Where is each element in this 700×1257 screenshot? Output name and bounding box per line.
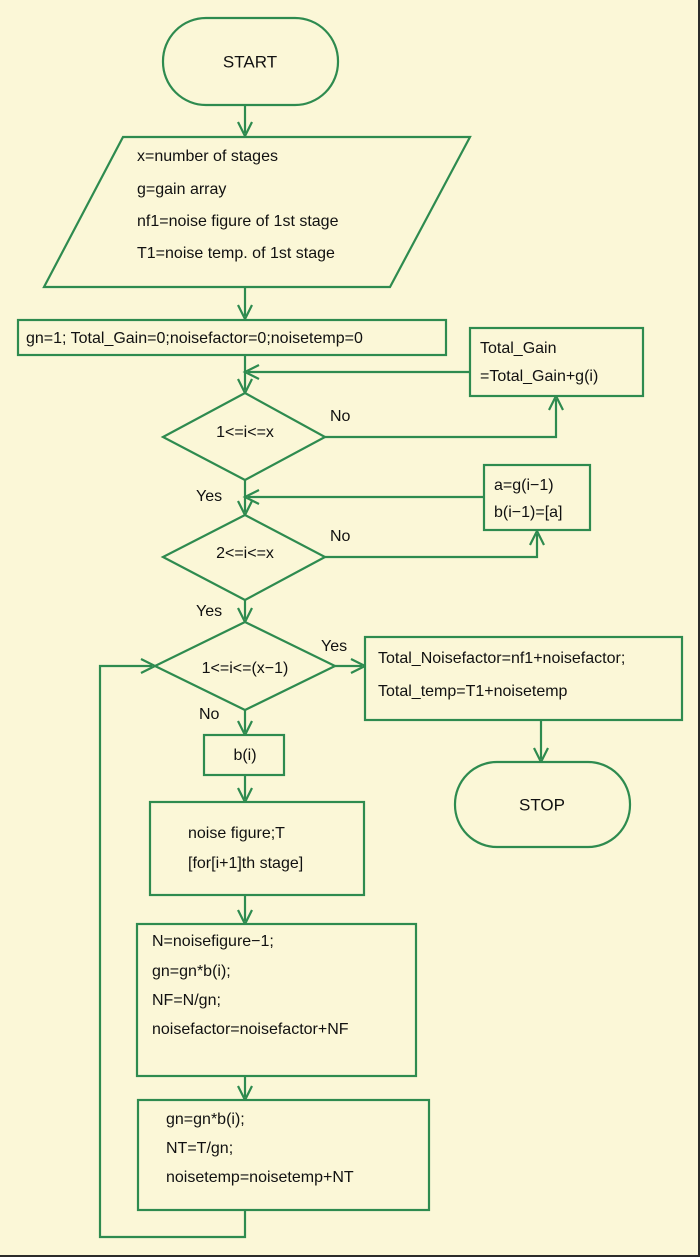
- node-stop[interactable]: STOP: [453, 760, 632, 849]
- edge-decision2-no: [325, 528, 545, 559]
- edge-decision3-yes: [335, 658, 368, 674]
- calc-nf-line-2: gn=gn*b(i);: [152, 963, 231, 980]
- input-line-3: nf1=noise figure of 1st stage: [137, 213, 339, 230]
- node-bi[interactable]: b(i): [202, 733, 286, 777]
- input-line-2: g=gain array: [137, 181, 226, 198]
- edge-start-to-input: [237, 105, 253, 139]
- gain-prev-line-2: b(i−1)=[a]: [494, 504, 562, 521]
- total-gain-line-1: Total_Gain: [480, 340, 557, 357]
- node-decision-3[interactable]: 1<=i<=(x−1) Yes No: [152, 620, 347, 723]
- start-label: START: [223, 52, 277, 71]
- noise-figure-line-1: noise figure;T: [188, 825, 285, 842]
- gain-prev-line-1: a=g(i−1): [494, 477, 554, 494]
- node-noise-figure[interactable]: noise figure;T [for[i+1]th stage]: [148, 800, 366, 897]
- node-gain-prev[interactable]: a=g(i−1) b(i−1)=[a]: [482, 463, 592, 532]
- edge-decision1-no: [325, 393, 564, 439]
- node-init[interactable]: gn=1; Total_Gain=0;noisefactor=0;noisete…: [16, 318, 448, 357]
- input-line-4: T1=noise temp. of 1st stage: [137, 245, 335, 262]
- decision-3-label: 1<=i<=(x−1): [202, 660, 289, 677]
- decision-3-no-label: No: [199, 706, 220, 723]
- decision-1-label: 1<=i<=x: [216, 424, 274, 441]
- decision-2-no-label: No: [330, 528, 351, 545]
- calc-nf-line-4: noisefactor=noisefactor+NF: [152, 1021, 349, 1038]
- calc-nt-line-1: gn=gn*b(i);: [166, 1111, 245, 1128]
- edge-totalgain-to-mainline: [242, 364, 470, 380]
- decision-2-label: 2<=i<=x: [216, 545, 274, 562]
- node-start[interactable]: START: [161, 16, 340, 107]
- node-totals[interactable]: Total_Noisefactor=nf1+noisefactor; Total…: [363, 635, 684, 722]
- edge-noisefigure-to-calcnf: [237, 895, 253, 927]
- init-label: gn=1; Total_Gain=0;noisefactor=0;noisete…: [26, 330, 363, 347]
- edge-calcnf-to-calcnt: [237, 1076, 253, 1103]
- edge-gainprev-to-mainline: [242, 489, 484, 505]
- calc-nf-line-1: N=noisefigure−1;: [152, 933, 274, 950]
- calc-nt-line-3: noisetemp=noisetemp+NT: [166, 1169, 354, 1186]
- edge-decision2-yes: [237, 600, 253, 625]
- calc-nt-line-2: NT=T/gn;: [166, 1140, 233, 1157]
- node-input[interactable]: x=number of stages g=gain array nf1=nois…: [42, 135, 472, 289]
- decision-2-yes-label: Yes: [196, 603, 222, 620]
- node-calc-noisetemp[interactable]: gn=gn*b(i); NT=T/gn; noisetemp=noisetemp…: [136, 1098, 431, 1212]
- node-calc-noisefactor[interactable]: N=noisefigure−1; gn=gn*b(i); NF=N/gn; no…: [135, 922, 418, 1078]
- noise-figure-line-2: [for[i+1]th stage]: [188, 855, 303, 872]
- stop-label: STOP: [519, 795, 565, 814]
- node-decision-1[interactable]: 1<=i<=x No Yes: [160, 391, 351, 505]
- decision-1-yes-label: Yes: [196, 488, 222, 505]
- decision-3-yes-label: Yes: [321, 638, 347, 655]
- calc-nf-line-3: NF=N/gn;: [152, 992, 221, 1009]
- totals-line-1: Total_Noisefactor=nf1+noisefactor;: [378, 650, 625, 667]
- node-decision-2[interactable]: 2<=i<=x No Yes: [160, 513, 351, 620]
- bi-label: b(i): [233, 747, 256, 764]
- node-total-gain[interactable]: Total_Gain =Total_Gain+g(i): [468, 326, 645, 398]
- edge-input-to-init: [237, 287, 253, 322]
- edge-totals-to-stop: [533, 720, 549, 765]
- total-gain-line-2: =Total_Gain+g(i): [480, 368, 598, 385]
- decision-1-no-label: No: [330, 408, 351, 425]
- input-line-1: x=number of stages: [137, 148, 278, 165]
- edge-bi-to-noisefigure: [237, 775, 253, 805]
- edge-decision3-no: [237, 710, 253, 738]
- totals-line-2: Total_temp=T1+noisetemp: [378, 683, 568, 700]
